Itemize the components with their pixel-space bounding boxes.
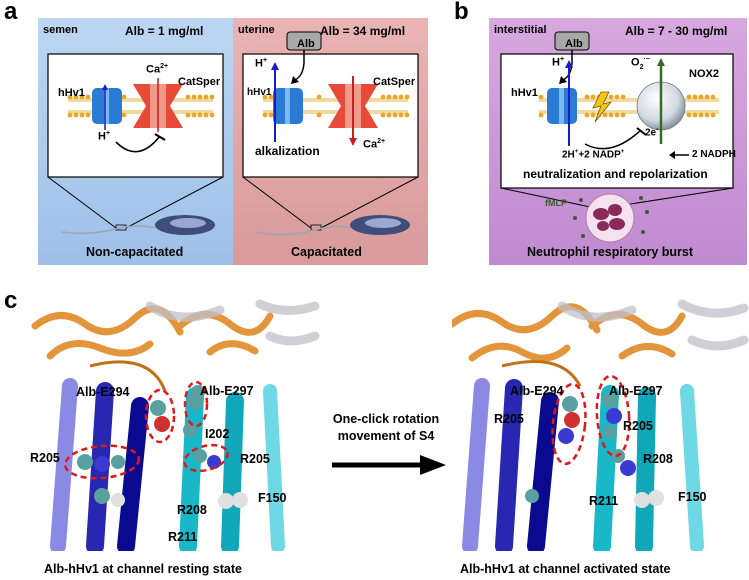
semen-site-label: semen	[43, 24, 78, 36]
interstitial-alb-box-label: Alb	[565, 38, 583, 50]
uterine-catsper-label: CatSper	[373, 76, 416, 88]
semen-ca-label: Ca2+	[146, 63, 169, 76]
activated-label-r205-right: R205	[623, 419, 653, 433]
panel-b-label: b	[454, 0, 469, 25]
activated-structure	[452, 296, 749, 551]
interstitial-schematic	[500, 31, 734, 211]
activated-label-alb-e294: Alb-E294	[510, 384, 564, 398]
uterine-caption: Capacitated	[291, 245, 362, 259]
resting-structure	[30, 296, 320, 551]
interstitial-note: neutralization and repolarization	[523, 167, 708, 181]
uterine-site-label: uterine	[238, 24, 275, 36]
hhv1-channel	[92, 88, 122, 124]
interstitial-hhv1-label: hHv1	[511, 87, 538, 99]
uterine-note: alkalization	[255, 144, 320, 158]
sperm-noncapacitated	[61, 215, 215, 235]
panel-a-label: a	[4, 0, 18, 25]
semen-hhv1-label: hHv1	[58, 87, 85, 99]
residue-spheres	[77, 385, 248, 509]
resting-label-r205-left: R205	[30, 451, 60, 465]
resting-label-f150: F150	[258, 491, 287, 505]
activated-caption: Alb-hHv1 at channel activated state	[460, 562, 671, 576]
semen-catsper-label: CatSper	[178, 76, 221, 88]
interstitial-h-label: H+	[552, 56, 565, 69]
uterine-schematic	[242, 31, 419, 231]
resting-label-r211: R211	[168, 530, 198, 544]
fmlp-label: fMLP	[545, 198, 567, 208]
nox2-label: NOX2	[689, 68, 719, 80]
uterine-alb-box-label: Alb	[297, 38, 315, 50]
rotation-arrow	[332, 455, 446, 475]
superoxide-label: O2·−	[631, 56, 650, 71]
neutrophil-cell	[573, 193, 649, 243]
activated-label-r205-left: R205	[494, 412, 524, 426]
activated-label-r208: R208	[643, 452, 673, 466]
rotation-note: One-click rotation movement of S4	[332, 412, 440, 443]
membrane-bilayer	[67, 94, 215, 118]
nadph-label: 2 NADPH	[692, 149, 736, 160]
uterine-hhv1-label: hHv1	[247, 87, 272, 98]
semen-schematic	[47, 53, 224, 231]
semen-caption: Non-capacitated	[86, 245, 184, 259]
resting-label-r208: R208	[177, 503, 207, 517]
activated-label-alb-e297: Alb-E297	[609, 384, 663, 398]
panel-a-semen: semen Alb = 1 mg/ml	[38, 18, 233, 265]
panel-c-label: c	[4, 287, 18, 314]
resting-label-alb-e297: Alb-E297	[200, 384, 254, 398]
panel-a-uterine: uterine Alb = 34 mg/ml H+ Alb hHv1 CatSp…	[233, 18, 428, 265]
sperm-capacitated	[256, 215, 410, 236]
resting-caption: Alb-hHv1 at channel resting state	[44, 562, 242, 576]
uterine-h-label: H+	[255, 57, 268, 70]
activated-label-r211: R211	[589, 494, 619, 508]
resting-label-i202: I202	[205, 427, 230, 441]
resting-label-r205-right: R205	[240, 452, 270, 466]
resting-label-alb-e294: Alb-E294	[76, 385, 130, 399]
activated-label-f150: F150	[678, 490, 707, 504]
semen-alb-label: Alb = 1 mg/ml	[125, 24, 204, 38]
interstitial-alb-label: Alb = 7 - 30 mg/ml	[625, 24, 728, 38]
interstitial-site-label: interstitial	[494, 24, 547, 36]
reaction-label: 2H++2 NADP+	[562, 149, 625, 161]
semen-h-label: H+	[98, 130, 111, 143]
panel-b-interstitial: interstitial Alb = 7 - 30 mg/ml	[489, 18, 747, 265]
uterine-alb-label: Alb = 34 mg/ml	[320, 24, 406, 38]
interstitial-caption: Neutrophil respiratory burst	[527, 245, 693, 259]
electron-label: 2e-	[645, 126, 659, 139]
uterine-ca-label: Ca2+	[363, 138, 386, 151]
